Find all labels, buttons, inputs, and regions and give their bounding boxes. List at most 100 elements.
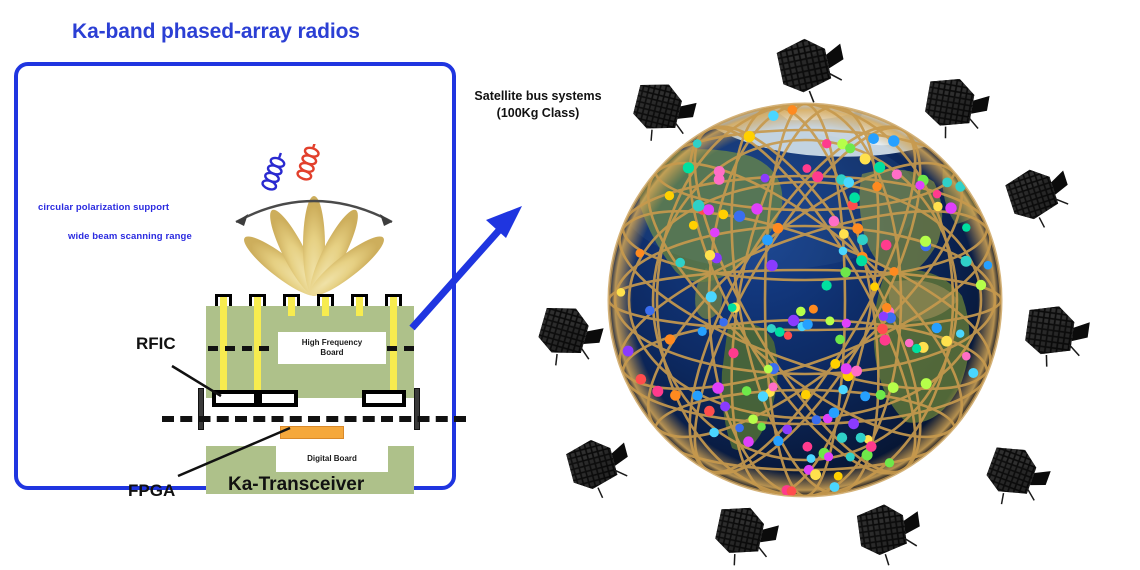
constellation-node <box>840 267 851 278</box>
orbiting-satellite-group <box>538 38 1090 566</box>
constellation-node <box>931 322 942 334</box>
constellation-node <box>843 177 855 188</box>
constellation-node <box>757 391 769 402</box>
constellation-node <box>920 235 931 247</box>
scan-range-arrow <box>235 199 393 224</box>
board-trace <box>387 346 397 351</box>
feature-note-circular-polarization: circular polarization support <box>38 202 170 213</box>
constellation-node <box>955 181 966 192</box>
constellation-node <box>783 331 793 340</box>
constellation-node <box>868 133 879 144</box>
high-frequency-board-label: High Frequency Board <box>278 332 386 364</box>
constellation-node <box>968 368 979 378</box>
rfic-package <box>212 390 258 407</box>
constellation-node <box>801 389 811 400</box>
constellation-node <box>751 203 763 215</box>
constellation-node <box>866 441 877 452</box>
constellation-node <box>787 105 798 115</box>
antenna-element-cap <box>283 294 300 306</box>
constellation-node <box>645 305 655 316</box>
constellation-node <box>713 174 725 185</box>
constellation-node <box>825 316 835 326</box>
constellation-node <box>802 164 812 173</box>
constellation-node <box>811 415 821 425</box>
constellation-node <box>838 246 848 256</box>
constellation-node <box>757 422 766 431</box>
constellation-node <box>704 250 716 261</box>
constellation-node <box>728 348 739 359</box>
antenna-element-stem <box>220 294 227 400</box>
board-standoff <box>198 388 204 430</box>
phased-array-radio-panel: circular polarization support wide beam … <box>14 62 466 500</box>
constellation-node <box>829 482 840 492</box>
constellation-node <box>692 390 703 401</box>
constellation-node <box>887 382 899 393</box>
constellation-node <box>857 234 868 246</box>
antenna-element-stem <box>356 294 363 316</box>
interconnect-dashed-line <box>162 416 466 422</box>
satellite-icon <box>986 447 1051 505</box>
constellation-node <box>941 335 952 347</box>
constellation-node <box>942 177 953 188</box>
constellation-node <box>878 311 889 321</box>
constellation-node <box>960 255 972 267</box>
constellation-node <box>860 391 871 402</box>
constellation-node <box>622 345 634 357</box>
constellation-node <box>705 291 717 303</box>
constellation-node <box>848 418 859 430</box>
constellation-node <box>796 306 806 317</box>
constellation-node <box>962 223 971 232</box>
board-trace <box>225 346 235 351</box>
constellation-node <box>833 471 843 481</box>
constellation-node <box>845 143 856 154</box>
bus-pointer-head <box>486 206 522 238</box>
constellation-node <box>768 382 778 392</box>
digital-board-label: Digital Board <box>276 446 388 472</box>
rfic-package <box>362 390 406 407</box>
board-trace <box>404 346 414 351</box>
constellation-node <box>879 334 891 346</box>
constellation-node <box>709 427 719 438</box>
scan-arrow-head-right <box>380 214 392 226</box>
constellation-node <box>635 248 645 258</box>
page-title: Ka-band phased-array radios <box>72 20 360 43</box>
constellation-node <box>727 303 737 312</box>
constellation-node <box>821 280 832 291</box>
constellation-node <box>945 202 957 214</box>
antenna-element-cap <box>317 294 334 306</box>
constellation-node <box>851 365 862 377</box>
constellation-node <box>735 423 744 433</box>
helix-lhcp-icon <box>261 152 286 191</box>
constellation-node <box>837 138 848 150</box>
constellation-node <box>712 382 724 394</box>
constellation-globe-scene <box>538 38 1090 566</box>
constellation-node <box>802 441 813 452</box>
bus-pointer-shaft <box>409 215 513 331</box>
constellation-node <box>836 432 848 443</box>
satellite-icon <box>856 504 920 566</box>
constellation-node <box>956 329 965 338</box>
antenna-element-cap <box>351 294 368 306</box>
constellation-node <box>839 229 849 239</box>
constellation-node <box>828 407 840 419</box>
constellation-node <box>652 385 664 397</box>
constellation-node <box>710 227 720 238</box>
constellation-node <box>664 191 675 201</box>
satellite-node-group <box>616 105 993 496</box>
satellite-bus-caption-line2: (100Kg Class) <box>496 105 580 120</box>
constellation-node <box>852 223 864 235</box>
constellation-node <box>768 110 779 122</box>
constellation-node <box>835 334 845 345</box>
constellation-node <box>888 135 900 147</box>
constellation-node <box>882 302 892 313</box>
constellation-node <box>841 318 851 328</box>
constellation-node <box>718 209 729 220</box>
constellation-node <box>763 364 773 374</box>
beam-lobes <box>244 196 384 296</box>
constellation-node <box>774 327 785 337</box>
rfic-callout-label: RFIC <box>136 334 176 353</box>
constellation-node <box>787 314 800 327</box>
constellation-node <box>838 384 848 395</box>
antenna-element-stem <box>322 294 329 316</box>
antenna-element-stem <box>254 294 261 400</box>
